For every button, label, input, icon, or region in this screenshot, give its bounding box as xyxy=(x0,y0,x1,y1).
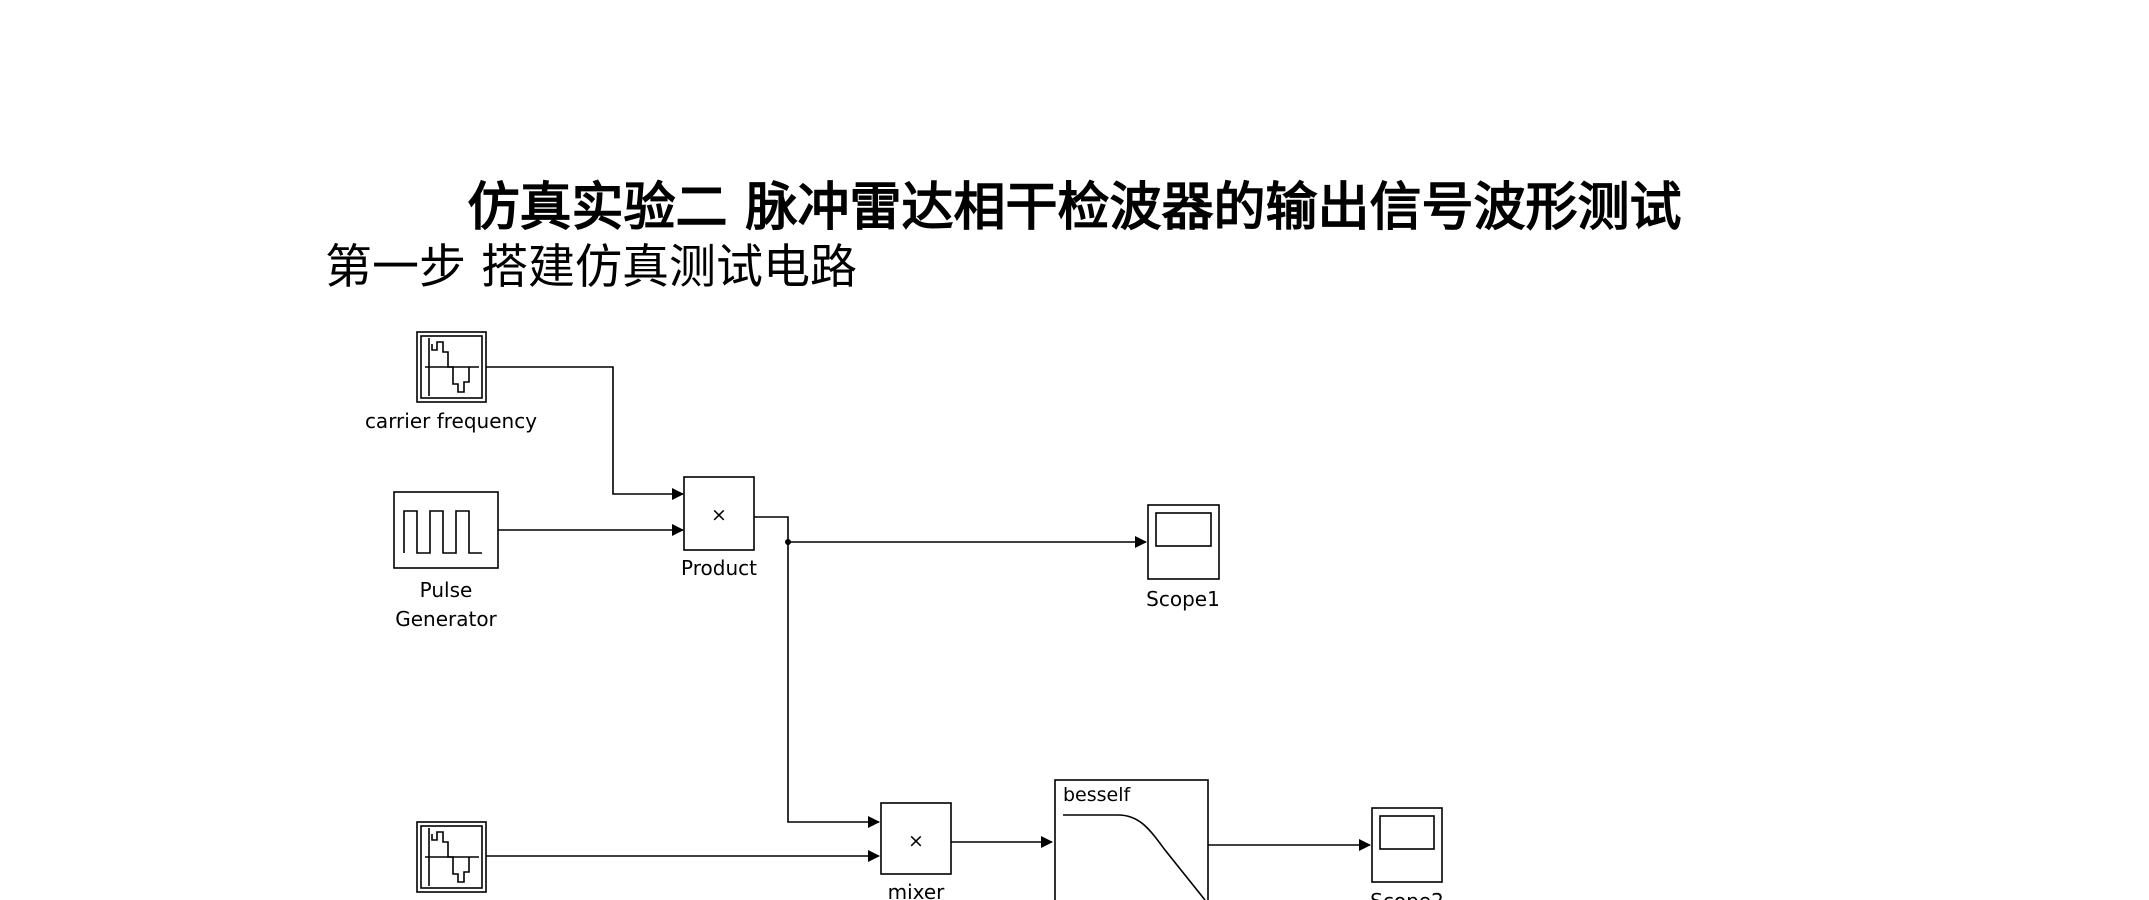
wire-carrier-to-product xyxy=(486,366,684,500)
wires xyxy=(486,366,1371,862)
carrier-frequency-label: carrier frequency xyxy=(365,409,537,433)
scope2-block[interactable] xyxy=(1371,807,1443,883)
multiply-icon: × xyxy=(711,504,727,526)
step-heading: 第一步 搭建仿真测试电路 xyxy=(325,240,857,295)
pulse-generator-label-line2: Generator xyxy=(395,607,497,631)
scope-screen-icon xyxy=(1155,512,1212,547)
multiply-icon: × xyxy=(908,830,924,852)
pulse-generator-label-line1: Pulse xyxy=(420,578,473,602)
local-oscillator-block[interactable] xyxy=(416,821,487,893)
scope-screen-icon xyxy=(1379,815,1435,850)
product-label: Product xyxy=(681,556,757,580)
sine-wave-icon xyxy=(425,338,479,396)
wire-product-to-scope1 xyxy=(754,516,1147,548)
wire-branch-to-mixer xyxy=(787,542,880,828)
mixer-block[interactable]: × xyxy=(880,802,952,875)
scope1-block[interactable] xyxy=(1147,504,1220,580)
scope1-label: Scope1 xyxy=(1146,587,1220,611)
document-title: 仿真实验二 脉冲雷达相干检波器的输出信号波形测试 xyxy=(467,177,1682,238)
scope2-label: Scope2 xyxy=(1370,889,1444,900)
bessel-filter-block[interactable]: besself xyxy=(1054,779,1209,900)
pulse-generator-block[interactable] xyxy=(393,491,499,569)
sine-wave-icon xyxy=(425,828,479,886)
mixer-label: mixer xyxy=(888,880,946,900)
lowpass-response-icon xyxy=(1063,814,1206,900)
pulse-wave-icon xyxy=(403,510,482,554)
product-block[interactable]: × xyxy=(683,476,755,551)
carrier-frequency-block[interactable] xyxy=(416,331,487,403)
filter-inner-label: besself xyxy=(1063,784,1132,806)
